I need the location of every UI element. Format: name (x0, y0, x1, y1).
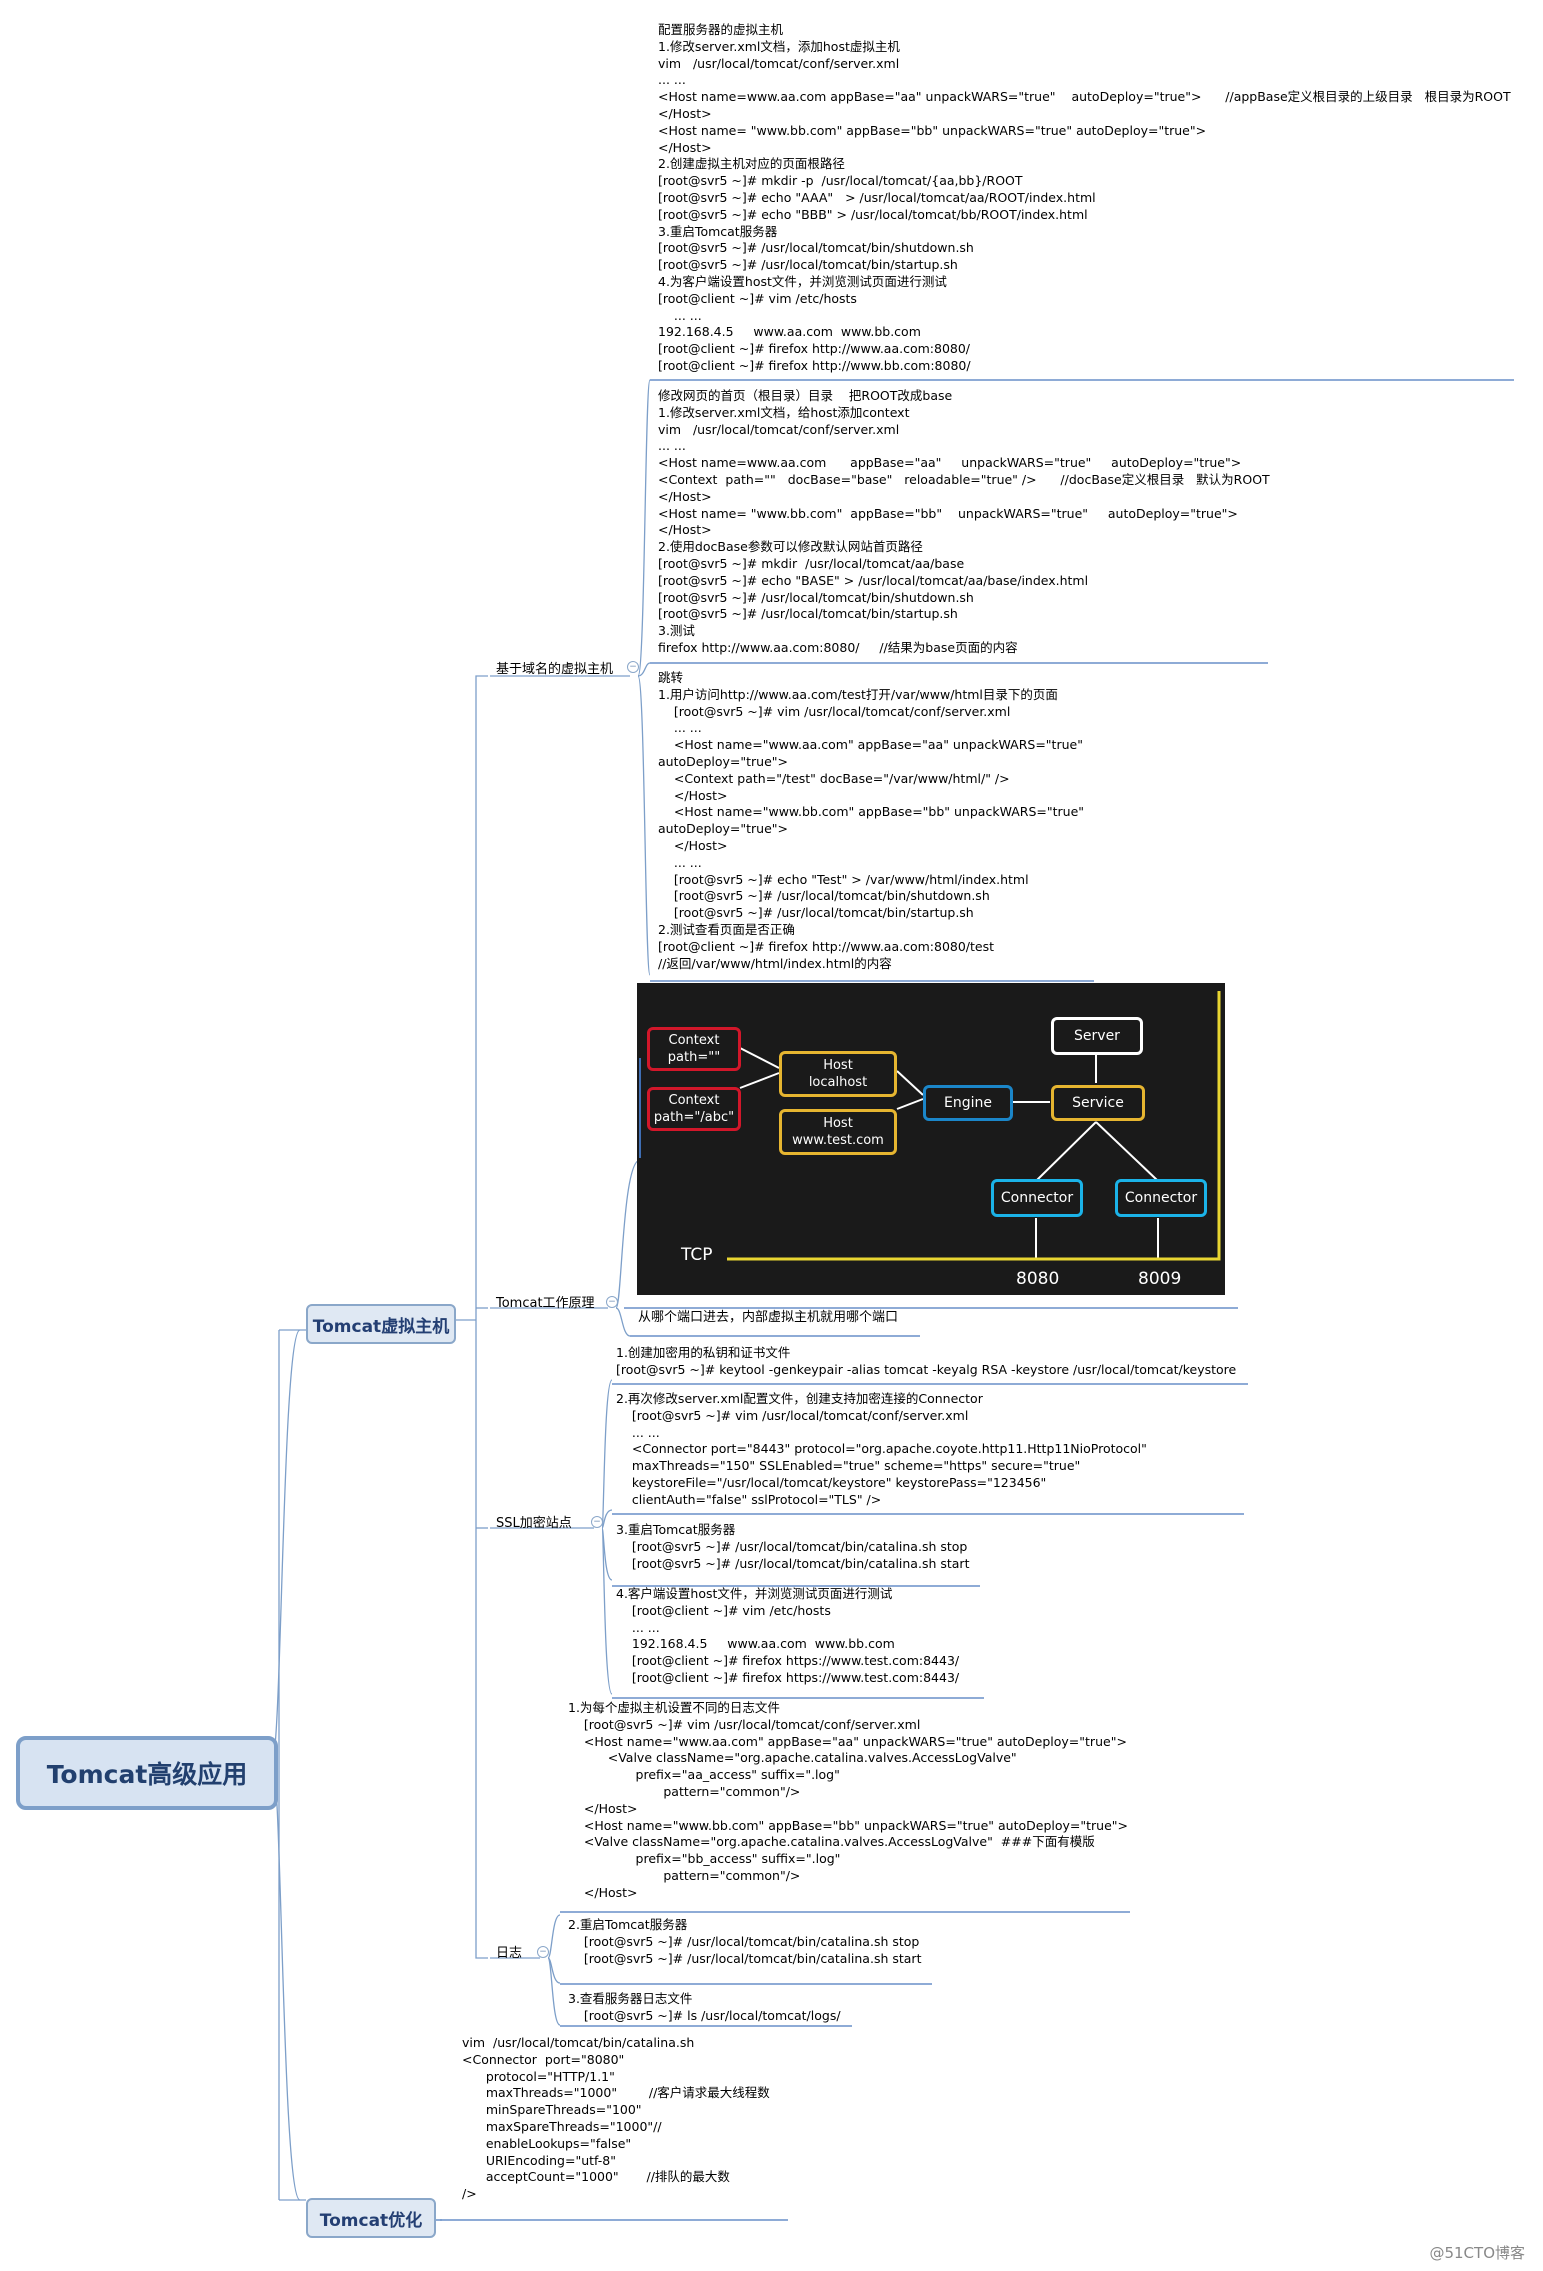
port-8009-label: 8009 (1138, 1269, 1182, 1289)
branch-tomcat-optimize[interactable]: Tomcat优化 (306, 2198, 436, 2238)
topic-log[interactable]: 日志 (496, 1946, 523, 1961)
collapse-toggle-icon[interactable]: − (537, 1946, 549, 1958)
watermark: @51CTO博客 (1429, 2244, 1525, 2262)
note-log-step3: 3.查看服务器日志文件 [root@svr5 ~]# ls /usr/local… (568, 1991, 841, 2023)
note-ssl-step4: 4.客户端设置host文件，并浏览测试页面进行测试 [root@client ~… (616, 1586, 960, 1685)
note-port-principle: 从哪个端口进去，内部虚拟主机就用哪个端口 (638, 1310, 899, 1325)
host-localhost-box: Host localhost (779, 1051, 897, 1097)
note-ssl-step3: 3.重启Tomcat服务器 [root@svr5 ~]# /usr/local/… (616, 1522, 970, 1571)
note-change-root: 修改网页的首页（根目录）目录 把ROOT改成base 1.修改server.xm… (658, 388, 1270, 655)
connector-8009-box: Connector (1115, 1179, 1207, 1217)
context-root-box: Context path="" (647, 1027, 741, 1071)
server-box: Server (1051, 1017, 1143, 1055)
connector-8080-box: Connector (991, 1179, 1083, 1217)
note-vhost-config: 配置服务器的虚拟主机 1.修改server.xml文档，添加host虚拟主机 v… (658, 22, 1511, 373)
note-ssl-step2: 2.再次修改server.xml配置文件，创建支持加密连接的Connector … (616, 1391, 1147, 1507)
root-topic[interactable]: Tomcat高级应用 (16, 1736, 278, 1810)
tomcat-architecture-diagram: Context path="" Context path="/abc" Host… (637, 983, 1225, 1295)
topic-ssl-site[interactable]: SSL加密站点 (496, 1516, 572, 1531)
branch-tomcat-vhost[interactable]: Tomcat虚拟主机 (306, 1304, 456, 1344)
collapse-toggle-icon[interactable]: − (606, 1296, 618, 1308)
host-test-box: Host www.test.com (779, 1109, 897, 1155)
topic-domain-vhost[interactable]: 基于域名的虚拟主机 (496, 662, 614, 677)
note-redirect: 跳转 1.用户访问http://www.aa.com/test打开/var/ww… (658, 670, 1085, 971)
note-ssl-step1: 1.创建加密用的私钥和证书文件 [root@svr5 ~]# keytool -… (616, 1345, 1237, 1377)
engine-box: Engine (923, 1085, 1013, 1121)
note-log-step2: 2.重启Tomcat服务器 [root@svr5 ~]# /usr/local/… (568, 1917, 922, 1966)
topic-working-principle[interactable]: Tomcat工作原理 (496, 1296, 595, 1311)
note-optimize: vim /usr/local/tomcat/bin/catalina.sh <C… (462, 2035, 770, 2202)
collapse-toggle-icon[interactable]: − (591, 1516, 603, 1528)
collapse-toggle-icon[interactable]: − (627, 661, 639, 673)
service-box: Service (1051, 1085, 1145, 1121)
port-8080-label: 8080 (1016, 1269, 1060, 1289)
note-log-step1: 1.为每个虚拟主机设置不同的日志文件 [root@svr5 ~]# vim /u… (568, 1700, 1129, 1900)
architecture-links (639, 991, 1221, 1261)
tcp-label: TCP (681, 1245, 713, 1265)
context-abc-box: Context path="/abc" (647, 1087, 741, 1131)
